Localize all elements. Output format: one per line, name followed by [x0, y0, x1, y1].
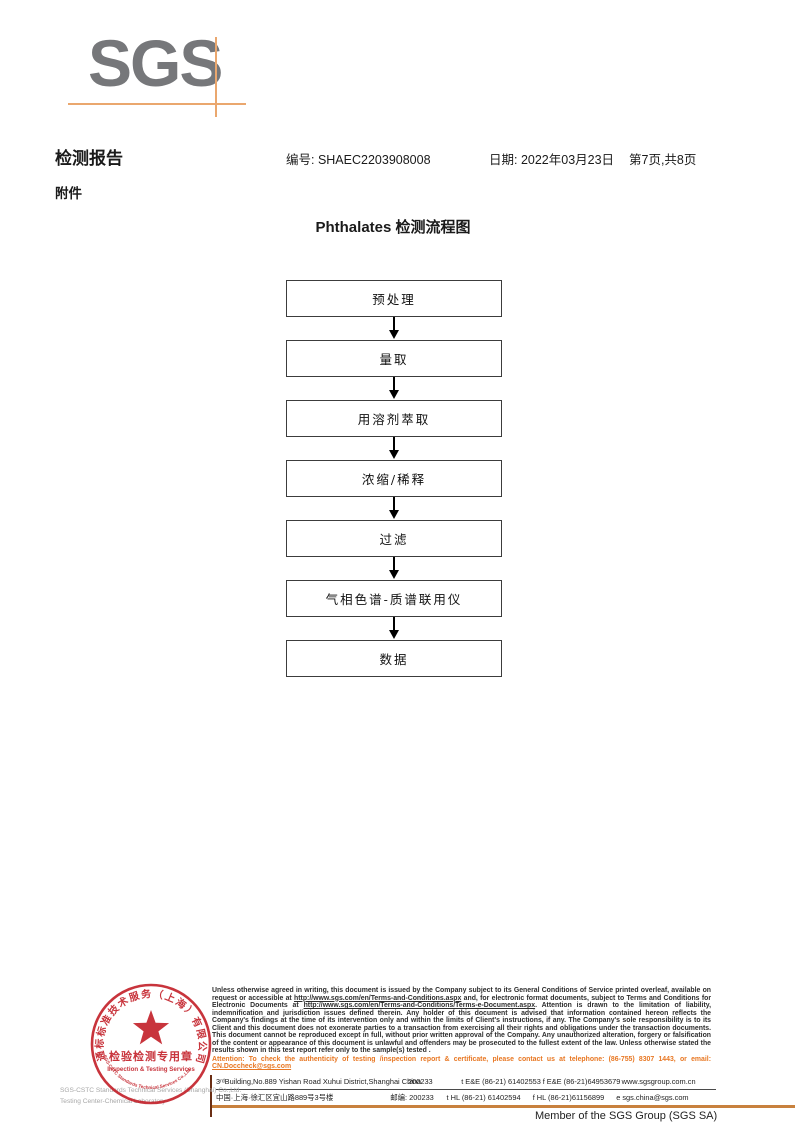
logo-crosshair-vertical	[215, 37, 217, 117]
flow-step-filter: 过滤	[286, 520, 502, 557]
stamp-purpose-text: 检验检测专用章	[109, 1049, 193, 1063]
report-title: 检测报告	[55, 149, 123, 168]
flow-arrow-down-icon	[388, 317, 400, 340]
attention-text: Attention: To check the authenticity of …	[212, 1055, 711, 1063]
stamp-purpose-text-en: Inspection & Testing Services	[107, 1066, 195, 1073]
footer-rule	[212, 1105, 795, 1108]
terms-url: http://www.sgs.com/en/Terms-and-Conditio…	[294, 994, 462, 1002]
report-date: 日期: 2022年03月23日	[489, 153, 615, 167]
address-en: 3ʳᵈBuilding,No.889 Yishan Road Xuhui Dis…	[216, 1077, 422, 1086]
sgs-logo: SGS	[88, 26, 223, 100]
e-document-terms-url: http://www.sgs.com/en/Terms-and-Conditio…	[303, 1002, 536, 1010]
flow-step-concentrate-dilute: 浓缩/稀释	[286, 460, 502, 497]
page-indicator: 第7页,共8页	[629, 153, 697, 167]
doccheck-email: CN.Doccheck@sgs.com	[212, 1063, 292, 1071]
lab-company-name: SGS-CSTC Standards Technical Services (S…	[60, 1085, 241, 1107]
flow-step-gcms: 气相色谱-质谱联用仪	[286, 580, 502, 617]
tel-hl: t HL (86-21) 61402594	[446, 1093, 521, 1102]
contact-email: e sgs.china@sgs.com	[616, 1093, 689, 1102]
lab-company-line1: SGS-CSTC Standards Technical Services (S…	[60, 1087, 242, 1094]
tel-ee: t E&E (86-21) 61402553	[461, 1077, 541, 1086]
website: www.sgsgroup.com.cn	[621, 1077, 696, 1086]
flow-step-solvent-extraction: 用溶剂萃取	[286, 400, 502, 437]
flow-arrow-down-icon	[388, 377, 400, 400]
address-row-cn: 中国·上海·徐汇区宜山路889号3号楼 邮编: 200233 t HL (86-…	[216, 1090, 716, 1105]
report-number: 编号: SHAEC2203908008	[286, 153, 431, 167]
inspection-stamp: 通标标准技术服务（上海）有限公司 SGS-CSTC Standards Tech…	[90, 983, 212, 1105]
flow-arrow-down-icon	[388, 497, 400, 520]
flow-step-data: 数据	[286, 640, 502, 677]
sgs-membership-text: Member of the SGS Group (SGS SA)	[535, 1110, 718, 1122]
lab-company-line2: Testing Center-Chemical Laboratory	[60, 1098, 166, 1105]
flow-step-pretreatment: 预处理	[286, 280, 502, 317]
address-left-divider	[210, 1075, 212, 1117]
attention-notice: Attention: To check the authenticity of …	[212, 1056, 711, 1071]
stamp-circle	[90, 983, 212, 1105]
flow-step-measure: 量取	[286, 340, 502, 377]
legal-text-part3: . Attention is drawn to the limitation o…	[212, 1002, 711, 1055]
zip-cn: 邮编: 200233	[390, 1093, 434, 1102]
logo-crosshair-horizontal	[68, 103, 246, 105]
address-row-en: 3ʳᵈBuilding,No.889 Yishan Road Xuhui Dis…	[216, 1074, 716, 1090]
flow-arrow-down-icon	[388, 617, 400, 640]
legal-text-part1: Unless otherwise agreed in writing, this…	[212, 987, 711, 1002]
flowchart-title: Phthalates 检测流程图	[315, 219, 471, 236]
stamp-star-icon	[132, 1010, 170, 1045]
attachment-label: 附件	[55, 186, 82, 201]
address-block: 3ʳᵈBuilding,No.889 Yishan Road Xuhui Dis…	[216, 1074, 716, 1105]
flow-arrow-down-icon	[388, 557, 400, 580]
legal-text-part2: and, for electronic format documents, su…	[212, 994, 712, 1010]
address-cn: 中国·上海·徐汇区宜山路889号3号楼	[216, 1093, 334, 1102]
fax-hl: f HL (86-21)61156899	[532, 1093, 605, 1102]
fax-ee: f E&E (86-21)64953679	[542, 1077, 621, 1086]
zip-en: 200233	[408, 1077, 433, 1086]
flow-arrow-down-icon	[388, 437, 400, 460]
legal-fineprint: Unless otherwise agreed in writing, this…	[212, 987, 711, 1071]
